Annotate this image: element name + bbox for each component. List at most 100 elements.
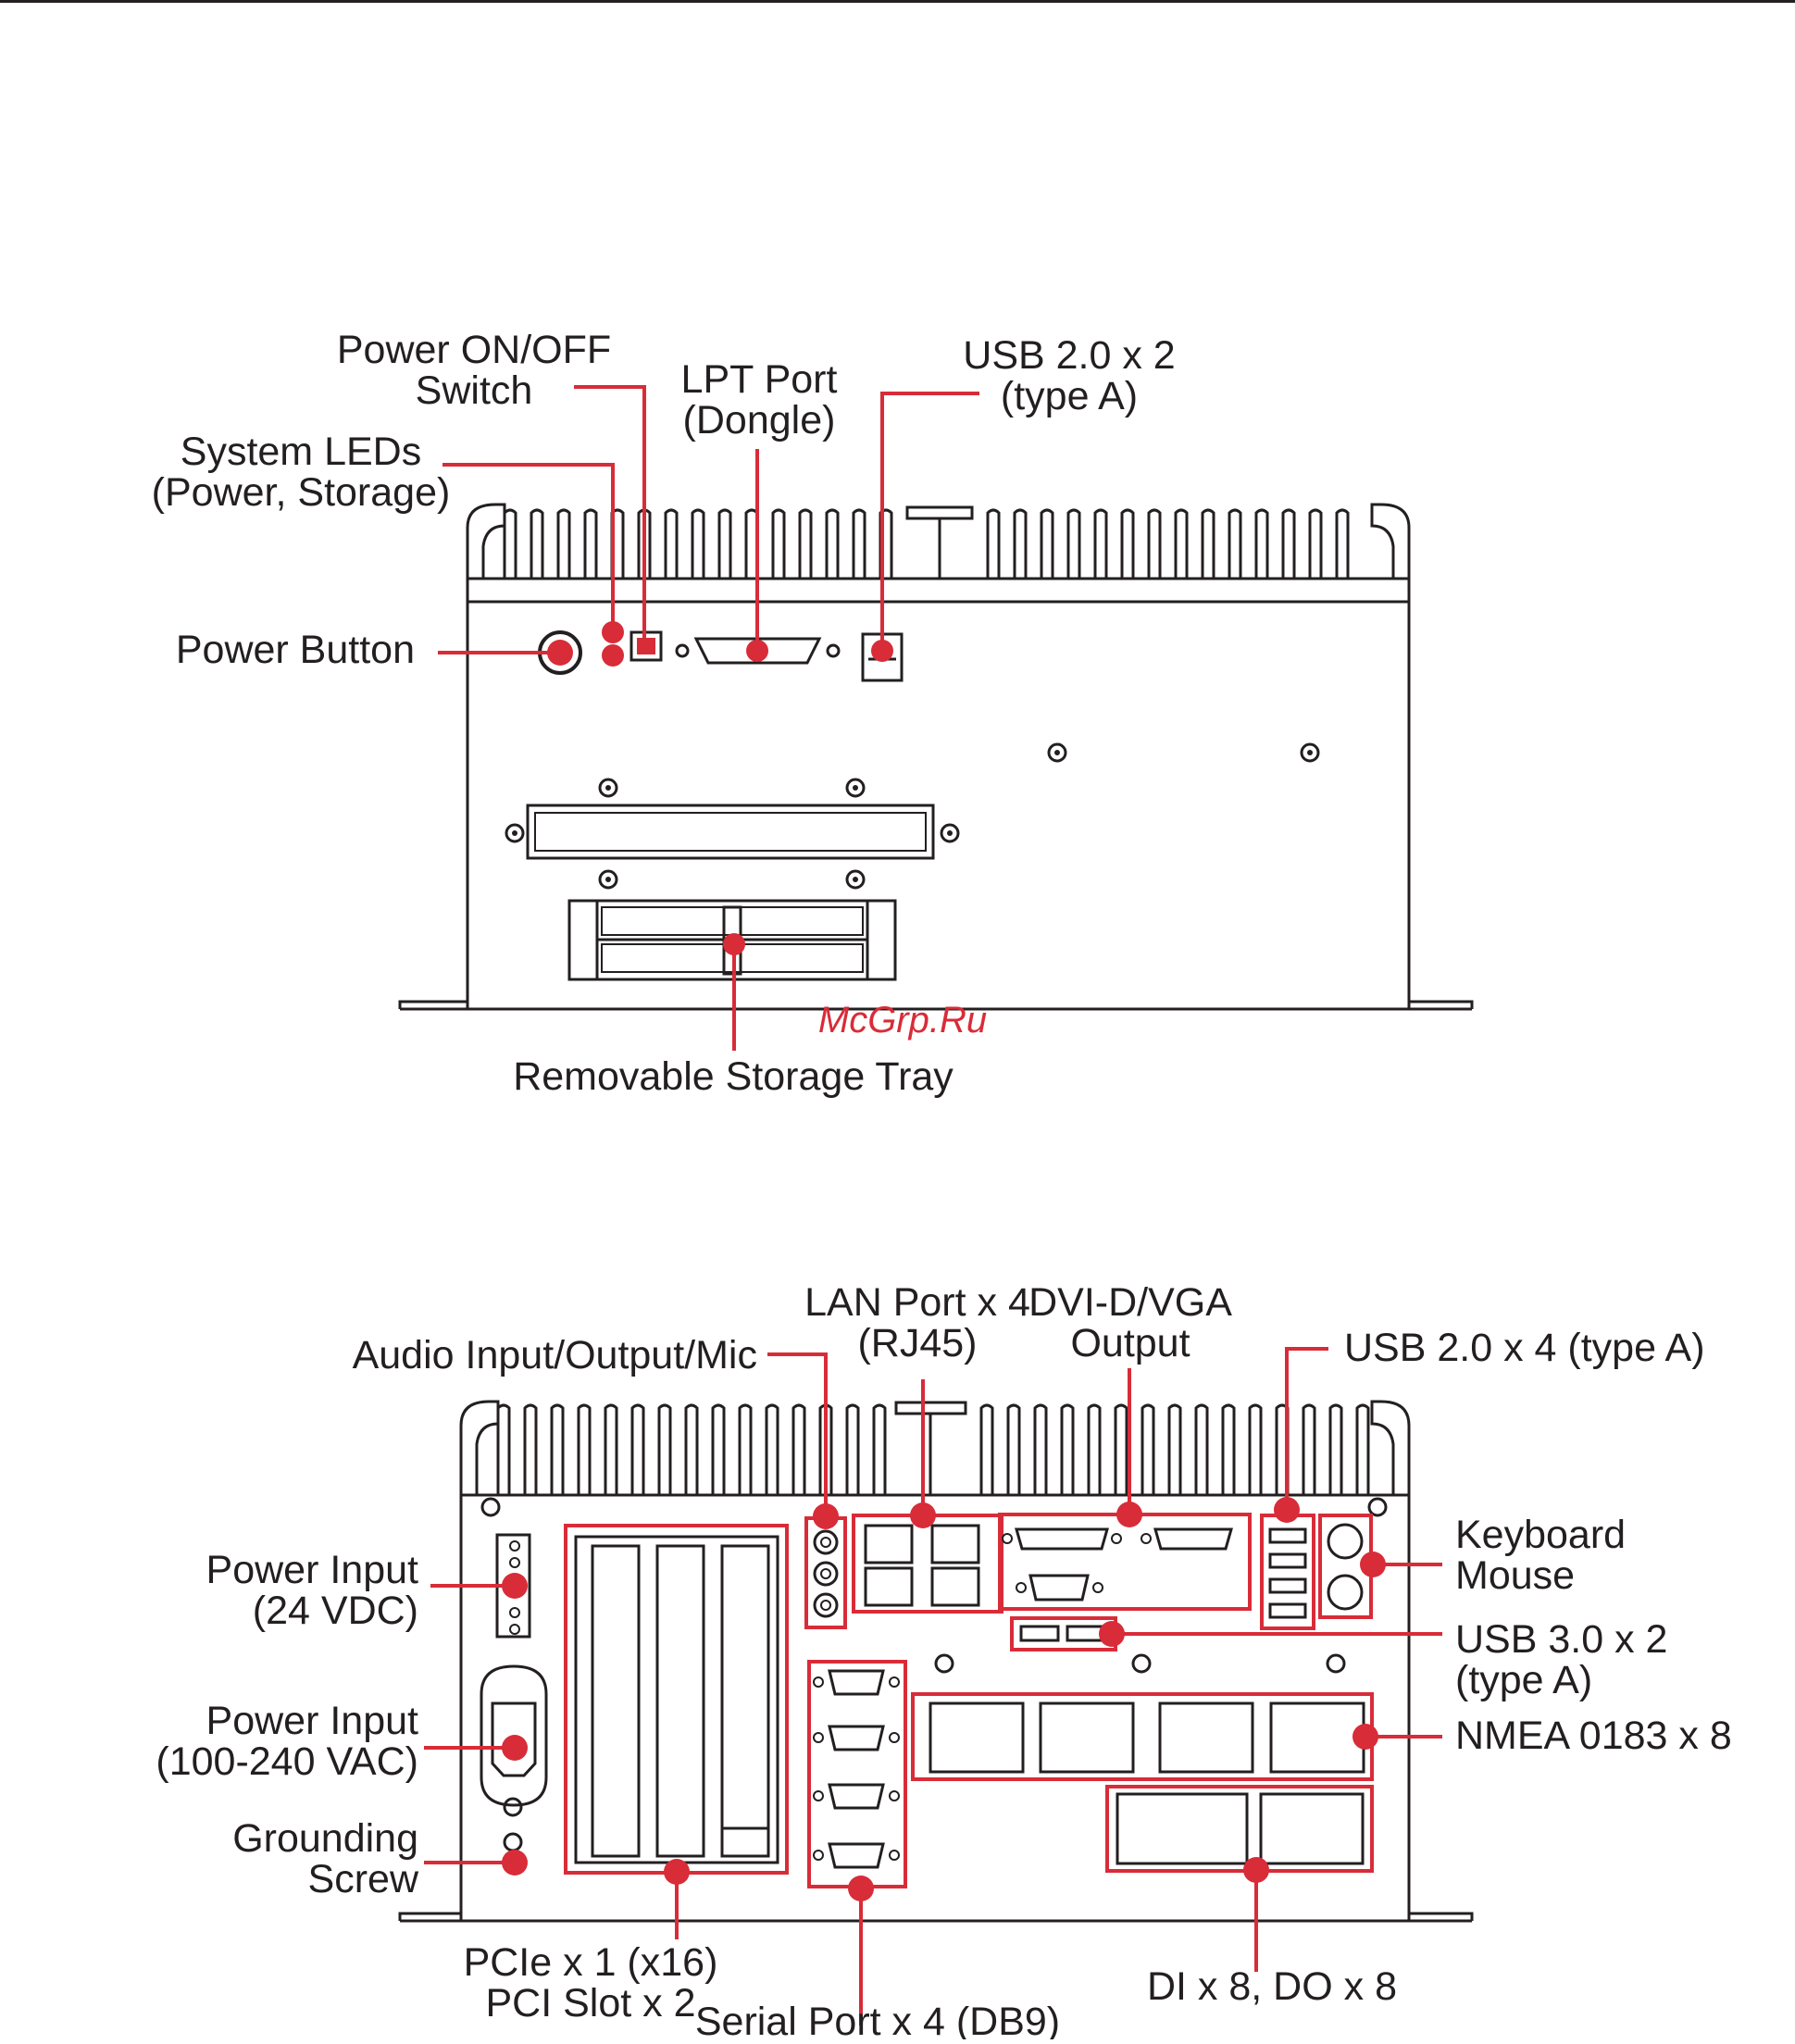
heat-fin — [1087, 1403, 1102, 1495]
dio-terminals-icon[interactable] — [1105, 1785, 1374, 1883]
audio-label: Audio Input/Output/Mic — [353, 1333, 757, 1377]
mouse-label: Mouse — [1455, 1553, 1575, 1598]
heat-fin — [1141, 1403, 1155, 1495]
keyboard-label: Keyboard — [1455, 1513, 1626, 1557]
usb-front-label-line2: (type A) — [1001, 374, 1138, 418]
lpt-port-label-line2: (Dongle) — [683, 398, 836, 442]
heat-fin — [986, 508, 1001, 579]
heat-fin — [717, 508, 732, 579]
top-rule — [0, 0, 1795, 3]
dc-input-label-line1: Power Input — [206, 1548, 419, 1592]
heat-fin — [825, 508, 840, 579]
rear-mounting-screws — [480, 1497, 1388, 1852]
rear-heat-fins — [496, 1403, 1370, 1495]
heat-fin — [1040, 508, 1054, 579]
pcie-label-line2: PCI Slot x 2 — [485, 1981, 695, 2025]
heat-fin — [1228, 508, 1242, 579]
storage-tray-label: Removable Storage Tray — [513, 1054, 954, 1099]
heat-fin — [604, 1403, 618, 1495]
usb30-label-line2: (type A) — [1455, 1658, 1592, 1702]
rear-labels: Audio Input/Output/Mic LAN Port x 4 (RJ4… — [156, 1280, 1732, 2044]
ac-input-label-line1: Power Input — [206, 1699, 419, 1743]
heat-fin — [979, 1403, 994, 1495]
ac-input-label-line2: (100-240 VAC) — [156, 1739, 418, 1784]
front-heat-fins — [503, 508, 1350, 579]
watermark-text: McGrp.Ru — [818, 1000, 987, 1041]
heat-fin — [530, 508, 544, 579]
system-leds-label-line2: (Power, Storage) — [152, 470, 451, 515]
nmea-label: NMEA 0183 x 8 — [1455, 1714, 1732, 1758]
heat-fin — [691, 508, 705, 579]
heat-fin — [1093, 508, 1108, 579]
heat-fin — [1013, 508, 1028, 579]
front-callout-lines — [438, 385, 979, 1051]
power-button-label: Power Button — [176, 628, 415, 672]
dio-label: DI x 8, DO x 8 — [1147, 1964, 1397, 2009]
pcie-label-line1: PCIe x 1 (x16) — [464, 1940, 718, 1985]
heat-fin — [711, 1403, 726, 1495]
front-panel: Power Button System LEDs (Power, Storage… — [152, 328, 1474, 1099]
heat-fin — [1066, 508, 1081, 579]
heat-fin — [765, 1403, 779, 1495]
ps2-ports-icon[interactable] — [1318, 1514, 1386, 1619]
heat-fin — [1120, 508, 1135, 579]
power-switch-label-line2: Switch — [416, 368, 533, 413]
heat-fin — [798, 508, 813, 579]
lan-ports-icon[interactable] — [852, 1502, 1003, 1614]
front-labels: Power Button System LEDs (Power, Storage… — [152, 328, 1176, 1099]
heat-fin — [523, 1403, 538, 1495]
nmea-terminals-icon[interactable] — [911, 1692, 1378, 1781]
front-heatsink — [466, 503, 1411, 579]
power-switch-label-line1: Power ON/OFF — [337, 328, 611, 372]
heat-fin — [1174, 508, 1189, 579]
dvi-vga-ports-icon[interactable] — [998, 1502, 1252, 1611]
pcie-slots-icon[interactable] — [564, 1524, 789, 1885]
usb20-rear-ports-icon[interactable] — [1260, 1497, 1315, 1630]
front-handle — [905, 505, 974, 520]
dc-input-label-line2: (24 VDC) — [253, 1589, 418, 1633]
heat-fin — [872, 1403, 887, 1495]
rear-handle — [894, 1401, 967, 1415]
heat-fin — [1147, 508, 1162, 579]
heat-fin — [1248, 1403, 1263, 1495]
heat-fin — [1006, 1403, 1021, 1495]
heat-fin — [550, 1403, 565, 1495]
usb-front-label-line1: USB 2.0 x 2 — [963, 333, 1175, 378]
usb20-rear-label: USB 2.0 x 4 (type A) — [1344, 1326, 1705, 1370]
heat-fin — [556, 508, 571, 579]
lpt-port-label-line1: LPT Port — [681, 357, 838, 402]
rear-heatsink — [459, 1400, 1411, 1495]
heat-fin — [1281, 508, 1296, 579]
heat-fin — [684, 1403, 699, 1495]
usb30-ports-icon[interactable] — [1010, 1616, 1125, 1651]
heat-fin — [771, 508, 786, 579]
lan-label-line2: (RJ45) — [857, 1321, 977, 1365]
heat-fin — [852, 508, 866, 579]
front-base-flanges — [398, 1000, 1474, 1011]
heat-fin — [1308, 508, 1323, 579]
heat-fin — [1033, 1403, 1048, 1495]
heat-fin — [792, 1403, 806, 1495]
heat-fin — [1302, 1403, 1316, 1495]
serial-label: Serial Port x 4 (DB9) — [695, 2000, 1060, 2039]
front-expansion-slot — [526, 804, 935, 860]
heat-fin — [1355, 1403, 1370, 1495]
heat-fin — [664, 508, 679, 579]
ac-power-input-icon[interactable] — [480, 1664, 548, 1807]
heat-fin — [738, 1403, 753, 1495]
audio-jacks-icon[interactable] — [804, 1503, 847, 1629]
rear-callout-lines — [424, 1347, 1442, 2025]
dvi-vga-label-line1: DVI-D/VGA — [1028, 1280, 1232, 1325]
heat-fin — [583, 508, 598, 579]
heat-fin — [1194, 1403, 1209, 1495]
heat-fin — [1114, 1403, 1128, 1495]
heat-fin — [630, 1403, 645, 1495]
ground-label-line1: Grounding — [232, 1816, 418, 1861]
rear-base-flanges — [398, 1912, 1474, 1923]
serial-ports-icon[interactable] — [807, 1660, 907, 1901]
usb30-label-line1: USB 3.0 x 2 — [1455, 1617, 1667, 1662]
heat-fin — [1335, 508, 1350, 579]
heat-fin — [1328, 1403, 1343, 1495]
